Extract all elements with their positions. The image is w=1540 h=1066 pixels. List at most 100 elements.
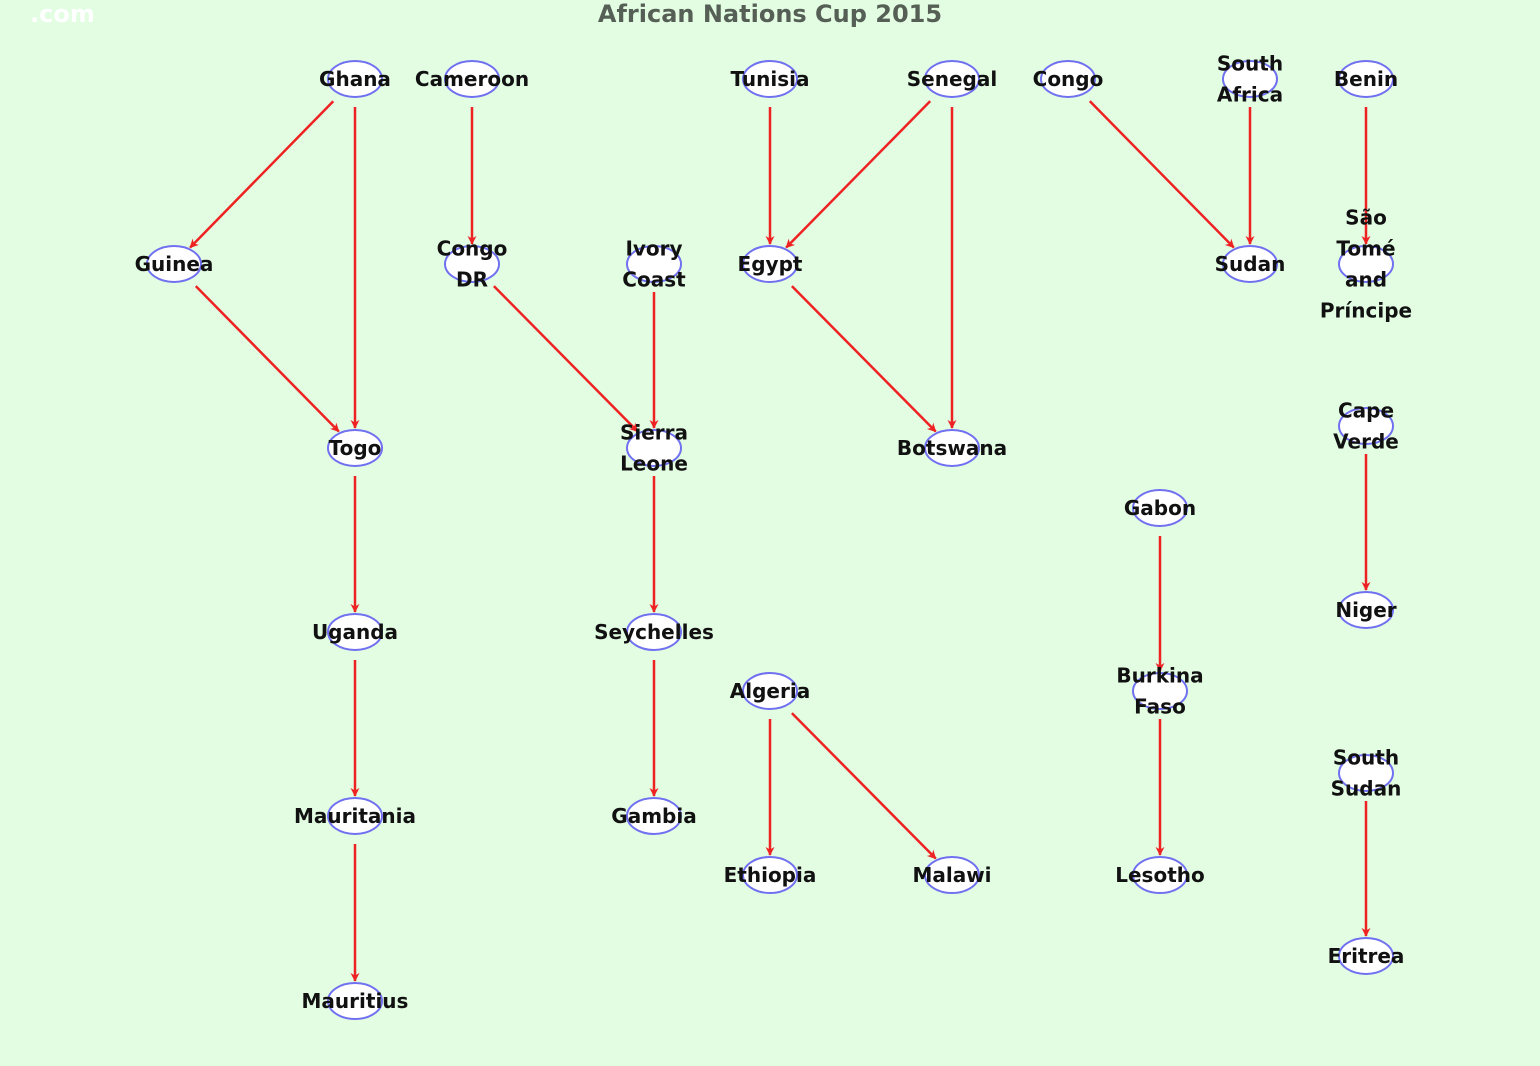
node-label: Coast <box>622 268 686 292</box>
node-label: Uganda <box>312 620 398 644</box>
node-ethiopia: Ethiopia <box>724 856 816 894</box>
node-ellipse <box>924 60 980 98</box>
node-guinea: Guinea <box>135 245 214 283</box>
node-label: Malawi <box>912 863 991 887</box>
node-ellipse <box>1338 407 1394 445</box>
edge-algeria-to-malawi <box>791 712 937 860</box>
node-ellipse <box>327 60 383 98</box>
node-gabon: Gabon <box>1124 489 1196 527</box>
node-ellipse <box>327 613 383 651</box>
node-ellipse <box>327 429 383 467</box>
node-benin: Benin <box>1334 60 1398 98</box>
node-ellipse <box>626 797 682 835</box>
edges-layer <box>189 100 1371 982</box>
node-ellipse <box>924 856 980 894</box>
node-label: Seychelles <box>594 620 714 644</box>
node-malawi: Malawi <box>912 856 992 894</box>
node-ghana: Ghana <box>319 60 391 98</box>
node-label: Sudan <box>1331 777 1402 801</box>
node-label: Togo <box>329 436 382 460</box>
node-label: Verde <box>1333 430 1399 454</box>
diagram-title: African Nations Cup 2015 <box>597 0 943 28</box>
node-ellipse <box>1338 754 1394 792</box>
node-label: Botswana <box>897 436 1007 460</box>
node-ellipse <box>1040 60 1096 98</box>
node-label: Mauritania <box>294 804 416 828</box>
node-ellipse <box>1338 591 1394 629</box>
node-eritrea: Eritrea <box>1328 937 1405 975</box>
node-ellipse <box>626 245 682 283</box>
node-mauritius: Mauritius <box>302 982 409 1020</box>
node-ellipse <box>1338 60 1394 98</box>
node-label: Sudan <box>1215 252 1286 276</box>
node-ellipse <box>1132 489 1188 527</box>
node-label: Ivory <box>625 237 682 261</box>
node-togo: Togo <box>327 429 383 467</box>
node-egypt: Egypt <box>738 245 803 283</box>
node-label: Gabon <box>1124 496 1196 520</box>
node-sudan: Sudan <box>1215 245 1286 283</box>
node-uganda: Uganda <box>312 613 398 651</box>
node-label: São <box>1345 206 1387 230</box>
node-ellipse <box>327 982 383 1020</box>
node-botswana: Botswana <box>897 429 1007 467</box>
node-algeria: Algeria <box>730 672 810 710</box>
node-ellipse <box>742 856 798 894</box>
node-ellipse <box>1132 856 1188 894</box>
node-label: Leone <box>620 452 688 476</box>
node-label: South <box>1333 746 1399 770</box>
node-label: DR <box>456 268 488 292</box>
node-ellipse <box>1222 245 1278 283</box>
node-mauritania: Mauritania <box>294 797 416 835</box>
node-label: Eritrea <box>1328 944 1405 968</box>
node-label: Tunisia <box>730 67 809 91</box>
node-label: Congo <box>437 237 508 261</box>
node-label: Sierra <box>620 421 688 445</box>
node-congo: Congo <box>1033 60 1104 98</box>
node-ellipse <box>742 672 798 710</box>
node-ellipse <box>742 245 798 283</box>
edge-egypt-to-botswana <box>791 285 937 433</box>
node-label: Lesotho <box>1115 863 1205 887</box>
edge-congo-to-sudan <box>1088 100 1235 249</box>
node-tunisia: Tunisia <box>730 60 810 98</box>
node-label: Faso <box>1134 695 1186 719</box>
node-label: Príncipe <box>1320 299 1412 323</box>
node-senegal: Senegal <box>907 60 997 98</box>
node-label: Mauritius <box>302 989 409 1013</box>
node-label: Cape <box>1338 399 1394 423</box>
node-label: Guinea <box>135 252 214 276</box>
node-ellipse <box>1132 672 1188 710</box>
node-label: and <box>1345 268 1387 292</box>
node-ellipse <box>444 245 500 283</box>
node-ellipse <box>626 429 682 467</box>
node-label: Algeria <box>730 679 810 703</box>
node-ellipse <box>1222 60 1278 98</box>
edge-senegal-to-egypt <box>785 100 932 249</box>
node-gambia: Gambia <box>611 797 697 835</box>
node-label: Ghana <box>319 67 391 91</box>
node-label: Egypt <box>738 252 803 276</box>
node-label: Benin <box>1334 67 1398 91</box>
node-ellipse <box>146 245 202 283</box>
node-label: Burkina <box>1116 664 1203 688</box>
node-label: Tomé <box>1336 237 1395 261</box>
node-ellipse <box>444 60 500 98</box>
edge-ghana-to-guinea <box>189 100 335 249</box>
node-label: Cameroon <box>415 67 529 91</box>
node-label: South <box>1217 52 1283 76</box>
node-label: Africa <box>1217 83 1283 107</box>
node-label: Congo <box>1033 67 1104 91</box>
node-ellipse <box>1338 245 1394 283</box>
